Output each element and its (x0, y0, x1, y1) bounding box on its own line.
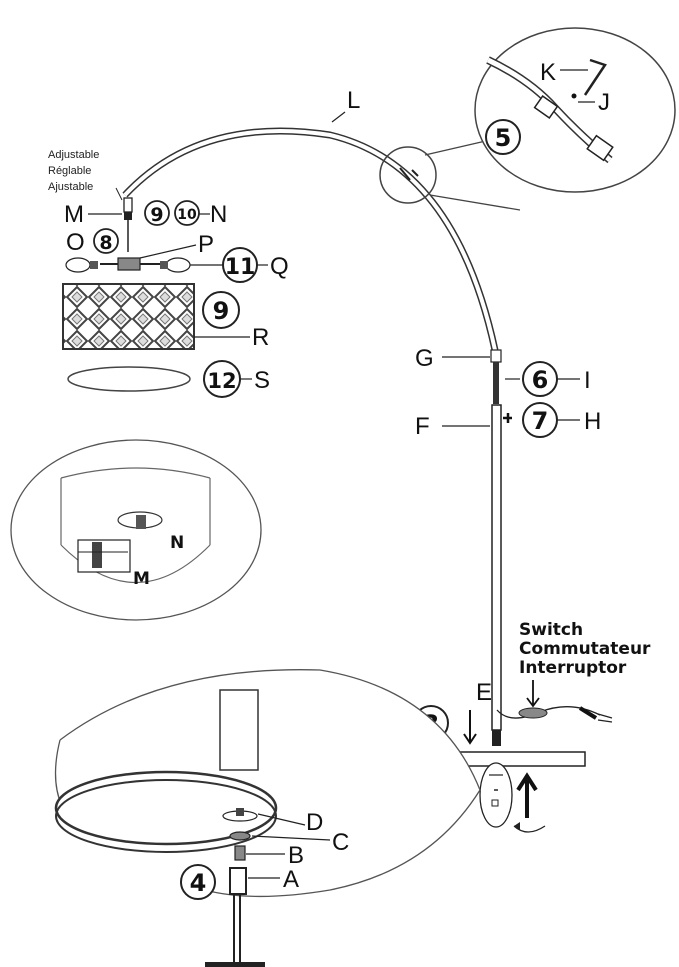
letter-S: S (254, 367, 270, 394)
plug-icon (597, 713, 613, 723)
step-9-number-a: 9 (150, 204, 163, 226)
letter-E: E (476, 679, 492, 706)
zoom-callout-5 (474, 27, 676, 193)
letter-P: P (198, 231, 214, 258)
letter-N-detail: N (170, 533, 184, 553)
step-4-number: 4 (190, 869, 207, 897)
arrow-up-icon (516, 772, 538, 818)
letter-D: D (306, 809, 323, 836)
letter-N: N (210, 201, 227, 228)
diffuser-disc (67, 366, 191, 392)
letter-G: G (415, 345, 434, 372)
letter-I: I (584, 367, 591, 394)
letter-J: J (598, 89, 610, 116)
base-column (219, 689, 259, 771)
step-10-number: 10 (177, 207, 197, 223)
step-8-number: 8 (99, 232, 112, 254)
switch-icon (518, 707, 548, 719)
letter-M: M (64, 201, 84, 228)
step-11-number: 11 (225, 255, 256, 280)
base-disc (54, 770, 278, 846)
shade-pattern (62, 283, 195, 350)
screw-icon (571, 93, 577, 99)
letter-O: O (66, 229, 85, 256)
step-7-number: 7 (532, 407, 549, 435)
arrow-down-e-icon (463, 710, 477, 745)
step-8-badge (93, 228, 119, 254)
step-5-number: 5 (495, 124, 512, 152)
letter-C: C (332, 829, 349, 856)
step-10-badge (174, 200, 200, 226)
step-4-badge (180, 864, 216, 900)
letter-A: A (283, 866, 299, 893)
switch-label-es: Interruptor (519, 658, 627, 678)
arrow-down-icon (526, 680, 540, 708)
letter-L: L (347, 87, 360, 114)
connector-rod (493, 362, 499, 404)
adjustable-es: Ajustable (48, 181, 93, 193)
letter-R: R (252, 324, 269, 351)
step-6-number: 6 (532, 366, 549, 394)
adjustable-en: Adjustable (48, 149, 99, 161)
rotate-arrow-icon (513, 825, 546, 833)
shade-interior-callout (10, 439, 262, 621)
bulb-right-icon (160, 257, 191, 273)
step-9-badge-b (202, 291, 240, 329)
switch-label-en: Switch (519, 620, 583, 640)
letter-M-detail: M (133, 569, 150, 589)
socket-holder (117, 257, 141, 271)
nut-icon (234, 845, 246, 861)
step-9-badge-a (144, 200, 170, 226)
step-9-number-b: 9 (213, 297, 230, 325)
washer-icon (229, 831, 251, 841)
step-5-badge (485, 119, 521, 155)
step-12-number: 12 (207, 369, 236, 393)
allen-key-icon (583, 58, 607, 96)
letter-Q: Q (270, 253, 289, 280)
adjustable-fr: Réglable (48, 165, 91, 177)
letter-H: H (584, 408, 601, 435)
zoom-circle-small (379, 146, 437, 204)
base-detail-oval (479, 762, 513, 828)
letter-B: B (288, 842, 304, 869)
lower-pole (491, 404, 502, 731)
letter-F: F (415, 413, 430, 440)
connector-a (229, 867, 247, 895)
switch-label-fr: Commutateur (519, 639, 651, 659)
letter-K: K (540, 59, 556, 86)
bulb-left-icon (65, 257, 98, 273)
